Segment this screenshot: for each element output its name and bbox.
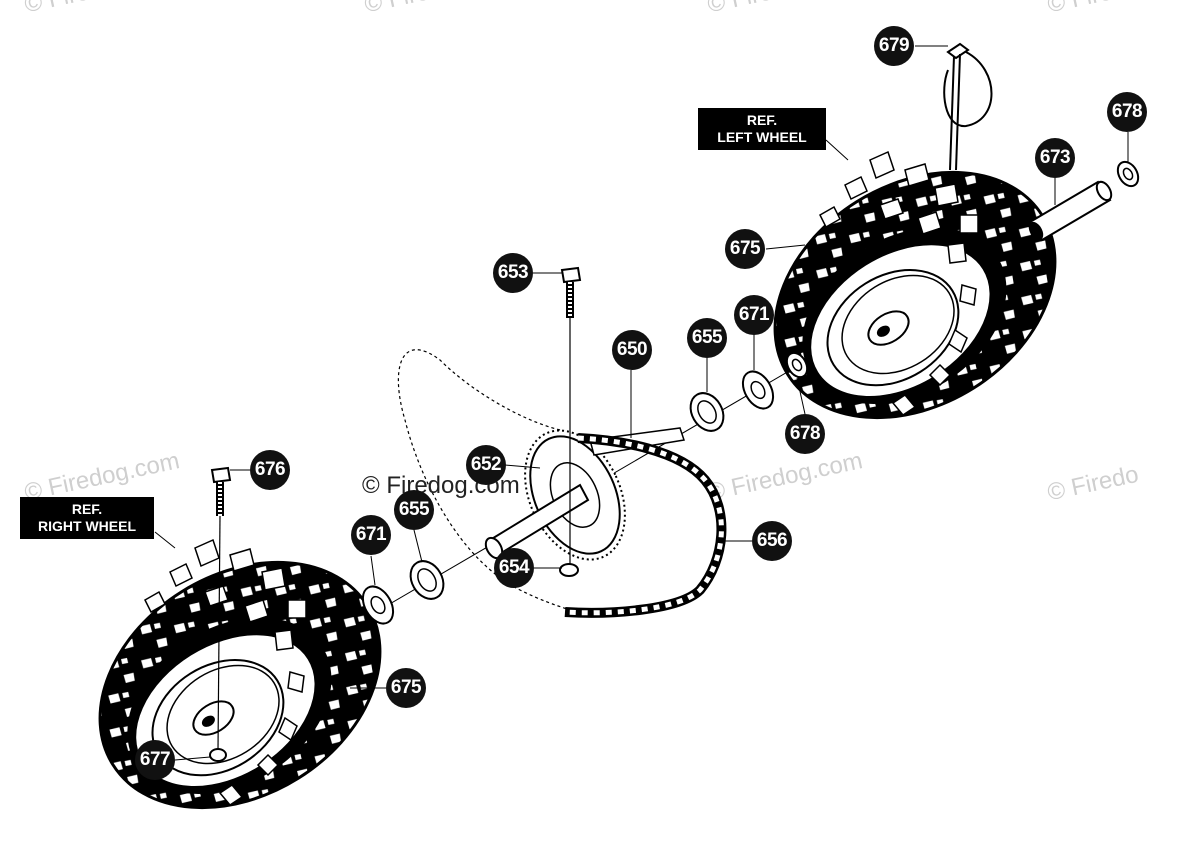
nut-655-top	[689, 392, 725, 432]
ref-right-line2: RIGHT WHEEL	[38, 518, 136, 534]
right-wheel-tread	[144, 538, 307, 806]
callout-676: 676	[250, 450, 290, 490]
callout-673: 673	[1035, 138, 1075, 178]
callout-652: 652	[466, 445, 506, 485]
callout-678-mid: 678	[785, 414, 825, 454]
washer-671-top	[741, 370, 775, 410]
callout-679: 679	[874, 26, 914, 66]
callout-650: 650	[612, 330, 652, 370]
ref-left-line2: LEFT WHEEL	[717, 129, 807, 145]
left-wheel	[773, 170, 1057, 420]
callout-675-right: 675	[386, 668, 426, 708]
callout-671-bottom: 671	[351, 515, 391, 555]
leader-lines	[154, 45, 1129, 761]
e-clip-mid	[785, 351, 809, 379]
bolt-676	[209, 466, 232, 762]
callout-671-top: 671	[734, 295, 774, 335]
ref-right-line1: REF.	[71, 501, 103, 517]
washer-671-bottom	[361, 585, 395, 625]
chain-path-dashed	[397, 349, 571, 611]
callout-678-top: 678	[1107, 92, 1147, 132]
ref-left-wheel-label: REF. LEFT WHEEL	[698, 108, 826, 150]
nut-654	[559, 563, 579, 577]
callout-653: 653	[493, 253, 533, 293]
ref-left-line1: REF.	[746, 112, 778, 128]
bolt-653	[560, 266, 582, 565]
nut-655-bottom	[409, 560, 445, 600]
e-clip-top	[1116, 160, 1140, 188]
roller-chain	[564, 433, 727, 618]
callout-656: 656	[752, 521, 792, 561]
callout-654: 654	[494, 548, 534, 588]
callout-675-left: 675	[725, 229, 765, 269]
callout-655-top: 655	[687, 318, 727, 358]
callout-677: 677	[135, 740, 175, 780]
callout-655-bottom: 655	[394, 490, 434, 530]
left-wheel-tread	[819, 150, 979, 416]
lynch-pin	[943, 42, 993, 171]
axle-tube-673	[1028, 180, 1113, 242]
ref-right-wheel-label: REF. RIGHT WHEEL	[20, 497, 154, 539]
